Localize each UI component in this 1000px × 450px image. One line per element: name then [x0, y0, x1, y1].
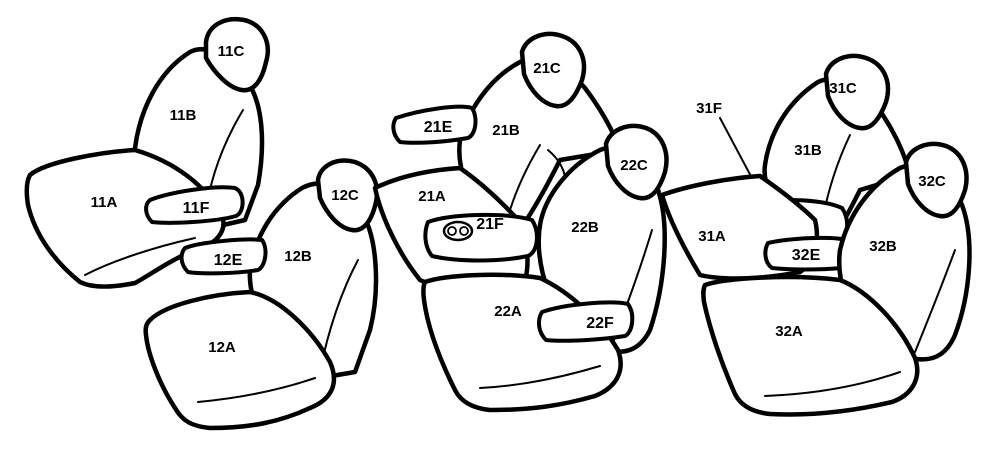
label-12b: 12B — [284, 248, 312, 265]
label-22b: 22B — [571, 219, 599, 236]
seat-12-cushion — [143, 289, 337, 431]
labels: 11C 11B 11A 11F 12C 12B 12E 12A 21C 21E … — [91, 43, 946, 356]
seat-21 — [372, 31, 623, 298]
label-31b: 31B — [794, 142, 822, 159]
label-22c: 22C — [620, 157, 648, 174]
seat-32 — [701, 141, 972, 417]
seat-31 — [659, 53, 913, 281]
label-22a: 22A — [494, 303, 522, 320]
label-31f: 31F — [696, 100, 722, 117]
label-31c: 31C — [829, 80, 857, 97]
seat-12 — [143, 158, 380, 431]
seat-22 — [421, 123, 669, 413]
seat-22-cushion-seam — [479, 365, 601, 389]
label-21e: 21E — [424, 119, 453, 136]
label-21b: 21B — [492, 122, 520, 139]
label-32a: 32A — [775, 323, 803, 340]
armrest-22f — [536, 300, 635, 343]
label-21c: 21C — [533, 60, 561, 77]
label-11b: 11B — [170, 107, 197, 124]
armrest-12e — [179, 237, 268, 276]
seat-21-headrest — [519, 31, 587, 109]
seat-21-backrest-seam — [509, 144, 541, 211]
label-32b: 32B — [869, 238, 897, 255]
label-11f: 11F — [183, 200, 210, 217]
seat-12-cushion-seam — [197, 377, 316, 403]
label-11a: 11A — [91, 194, 118, 211]
label-21f: 21F — [476, 216, 504, 233]
seat-32-backrest-seam — [914, 249, 956, 353]
label-11c: 11C — [218, 43, 245, 60]
seat-32-headrest — [903, 141, 969, 219]
label-12e: 12E — [214, 252, 243, 269]
label-12c: 12C — [331, 187, 359, 204]
label-12a: 12A — [208, 339, 236, 356]
seat-32-cushion — [701, 274, 920, 417]
seat-11 — [24, 16, 270, 289]
seat-11-headrest — [203, 16, 270, 93]
seat-11-cushion — [24, 147, 226, 289]
seat-31-headrest — [823, 53, 891, 131]
label-22f: 22F — [586, 315, 614, 332]
label-32e: 32E — [792, 247, 821, 264]
seat-32-cushion-seam — [764, 371, 901, 397]
seat-12-headrest — [315, 158, 380, 233]
label-31a: 31A — [698, 228, 726, 245]
seat-11-cushion-seam — [84, 237, 196, 276]
label-21a: 21A — [418, 188, 446, 205]
armrest-11f — [144, 185, 245, 225]
armrest-21e — [391, 104, 478, 145]
label-32c: 32C — [918, 173, 946, 190]
seat-22-headrest — [603, 123, 669, 201]
